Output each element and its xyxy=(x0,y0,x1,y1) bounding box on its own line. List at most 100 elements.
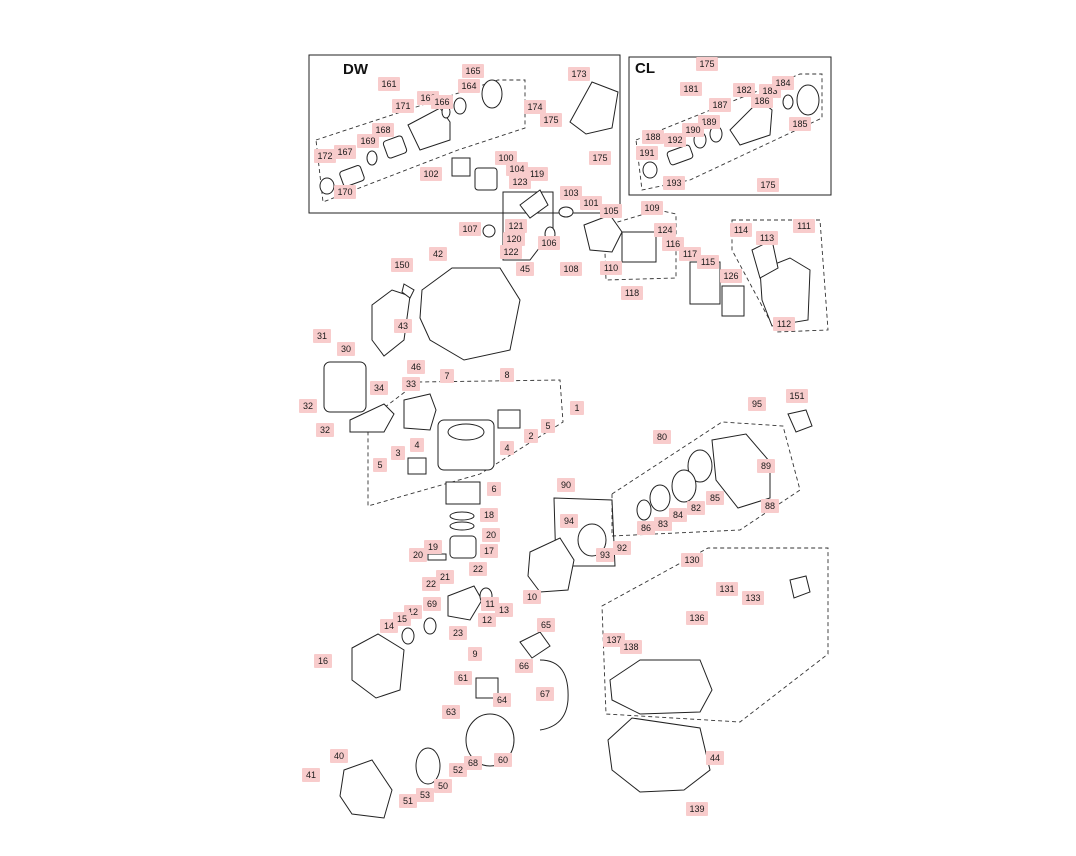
part-150 xyxy=(401,283,415,299)
callout-191: 191 xyxy=(636,146,658,160)
callout-16: 16 xyxy=(314,654,332,668)
callout-highlight xyxy=(526,167,548,181)
callout-number: 193 xyxy=(666,178,681,188)
callout-82: 82 xyxy=(687,501,705,515)
callout-17: 17 xyxy=(480,544,498,558)
part-131-bracket xyxy=(789,575,811,599)
callout-number: 172 xyxy=(317,151,332,161)
callout-highlight xyxy=(357,134,379,148)
callout-highlight xyxy=(481,597,499,611)
part-170 xyxy=(319,177,335,195)
callout-174: 174 xyxy=(524,100,546,114)
dw-dash-group xyxy=(315,79,526,203)
callout-number: 117 xyxy=(683,249,697,259)
callout-highlight xyxy=(314,654,332,668)
callout-number: 53 xyxy=(420,790,430,800)
callout-169: 169 xyxy=(357,134,379,148)
callout-190: 190 xyxy=(682,123,704,137)
part-126 xyxy=(721,285,745,317)
callout-highlight xyxy=(393,612,411,626)
callout-highlight xyxy=(402,377,420,391)
callout-number: 126 xyxy=(723,271,738,281)
callout-number: 20 xyxy=(486,530,496,540)
callout-number: 192 xyxy=(667,135,682,145)
callout-69: 69 xyxy=(423,597,441,611)
callout-highlight xyxy=(500,441,514,455)
part-14 xyxy=(401,627,415,645)
callout-121: 121 xyxy=(505,219,527,233)
callout-115: 115 xyxy=(697,255,719,269)
callout-highlight xyxy=(480,508,498,522)
group-130 xyxy=(601,547,829,723)
callout-number: 190 xyxy=(685,125,700,135)
part-42 xyxy=(419,267,521,361)
callout-highlight xyxy=(540,113,562,127)
callout-number: 12 xyxy=(408,607,418,617)
callout-number: 183 xyxy=(762,86,777,96)
callout-highlight xyxy=(680,82,702,96)
callout-highlight xyxy=(506,162,528,176)
callout-175: 175 xyxy=(696,57,718,71)
part-173 xyxy=(569,81,619,135)
callout-18: 18 xyxy=(480,508,498,522)
callout-number: 92 xyxy=(617,543,627,553)
callout-number: 175 xyxy=(543,115,558,125)
callout-122: 122 xyxy=(500,245,522,259)
callout-number: 2 xyxy=(528,431,533,441)
callout-highlight xyxy=(682,123,704,137)
callout-number: 175 xyxy=(760,180,775,190)
callout-highlight xyxy=(482,528,500,542)
callout-highlight xyxy=(654,223,676,237)
callout-131: 131 xyxy=(716,582,738,596)
callout-number: 60 xyxy=(498,755,508,765)
callout-highlight xyxy=(751,94,773,108)
callout-50: 50 xyxy=(434,779,452,793)
callout-181: 181 xyxy=(680,82,702,96)
callout-highlight xyxy=(372,123,394,137)
part-30 xyxy=(323,361,367,413)
callout-highlight xyxy=(420,167,442,181)
callout-number: 90 xyxy=(561,480,571,490)
callout-45: 45 xyxy=(516,262,534,276)
callout-88: 88 xyxy=(761,499,779,513)
callout-34: 34 xyxy=(370,381,388,395)
callout-highlight xyxy=(416,788,434,802)
callout-number: 68 xyxy=(468,758,478,768)
callout-highlight xyxy=(431,95,453,109)
callout-highlight xyxy=(487,482,501,496)
callout-number: 83 xyxy=(658,519,668,529)
callout-number: 104 xyxy=(509,164,524,174)
callout-number: 12 xyxy=(482,615,492,625)
callout-highlight xyxy=(410,438,424,452)
callout-number: 41 xyxy=(306,770,316,780)
callout-61: 61 xyxy=(454,671,472,685)
callout-highlight xyxy=(580,196,602,210)
callout-139: 139 xyxy=(686,802,708,816)
callout-highlight xyxy=(302,768,320,782)
callout-highlight xyxy=(653,430,671,444)
callout-highlight xyxy=(793,219,815,233)
callout-number: 101 xyxy=(583,198,598,208)
callout-1: 1 xyxy=(570,401,584,415)
callout-highlight xyxy=(391,446,405,460)
callout-highlight xyxy=(642,130,664,144)
callout-5: 5 xyxy=(373,458,387,472)
callout-32: 32 xyxy=(299,399,317,413)
callout-number: 139 xyxy=(689,804,704,814)
callout-number: 184 xyxy=(775,78,790,88)
callout-highlight xyxy=(706,491,724,505)
callout-highlight xyxy=(596,548,614,562)
callout-number: 151 xyxy=(789,391,804,401)
callout-67: 67 xyxy=(536,687,554,701)
callout-highlight xyxy=(316,423,334,437)
callout-highlight xyxy=(391,258,413,272)
callout-highlight xyxy=(636,146,658,160)
callout-number: 7 xyxy=(444,371,449,381)
callout-highlight xyxy=(458,79,480,93)
callout-188: 188 xyxy=(642,130,664,144)
parts xyxy=(319,79,820,819)
callout-44: 44 xyxy=(706,751,724,765)
callout-number: 181 xyxy=(683,84,698,94)
callout-highlight xyxy=(679,247,701,261)
part-82 xyxy=(671,469,697,503)
